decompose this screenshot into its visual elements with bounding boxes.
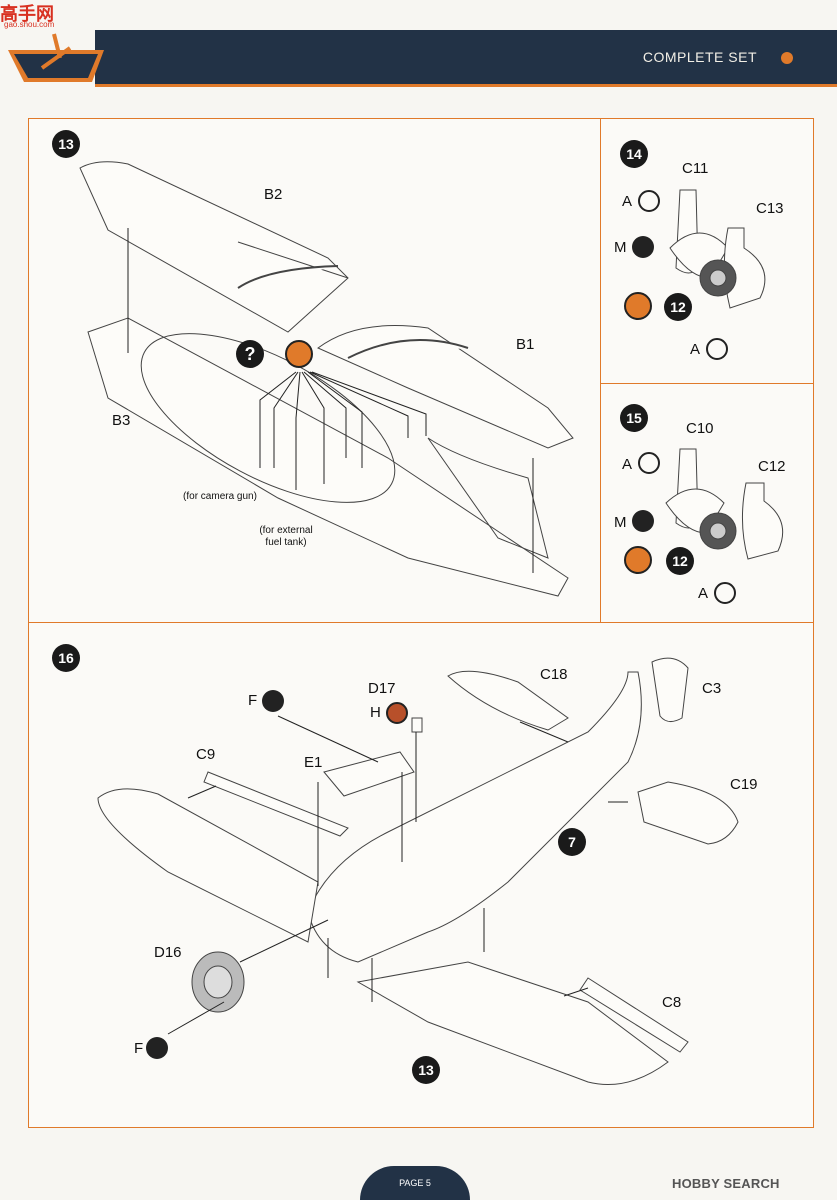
part-c18-label: C18 <box>540 666 568 683</box>
part-b3-label: B3 <box>112 412 131 429</box>
paint-a-icon-2 <box>706 338 728 360</box>
step-13-ref-badge: 13 <box>412 1056 440 1084</box>
step-13-badge: 13 <box>52 130 80 158</box>
brand-logo <box>8 33 104 82</box>
paint-f-label-2: F <box>134 1040 144 1057</box>
step-14-badge: 14 <box>620 140 648 168</box>
footer-page-tab <box>360 1166 470 1200</box>
step-13-drawing <box>79 161 574 597</box>
paint-a-icon-3 <box>638 452 660 474</box>
paint-orange-icon <box>624 292 652 320</box>
part-c12-label: C12 <box>758 458 786 475</box>
watermark-brand: 高手网 <box>0 4 54 24</box>
fuel-tank-note-line2: fuel tank) <box>265 537 307 548</box>
paint-a-label-3: A <box>622 456 633 473</box>
paint-f-icon-1 <box>262 690 284 712</box>
paint-m-icon <box>632 236 654 258</box>
question-icon: ? <box>236 340 264 368</box>
paint-f-label-1: F <box>248 692 258 709</box>
part-c13-label: C13 <box>756 200 784 217</box>
camera-gun-note: (for camera gun) <box>183 491 257 502</box>
paint-f-icon-2 <box>146 1037 168 1059</box>
page-number: PAGE 5 <box>399 1178 431 1188</box>
paint-h-label: H <box>370 704 381 721</box>
paint-m-icon-2 <box>632 510 654 532</box>
header-title: COMPLETE SET <box>642 49 757 65</box>
step-15-ref-badge: 12 <box>666 547 694 575</box>
paint-a-label-2: A <box>690 341 701 358</box>
step-15-badge: 15 <box>620 404 648 432</box>
step-14-drawing <box>669 189 766 309</box>
paint-a-icon-4 <box>714 582 736 604</box>
step-14-ref-badge: 12 <box>664 293 692 321</box>
part-c3-label: C3 <box>702 680 722 697</box>
step-7-ref-badge: 7 <box>558 828 586 856</box>
part-c19-label: C19 <box>730 776 758 793</box>
hobby-search-credit: HOBBY SEARCH <box>672 1176 780 1191</box>
part-c10-label: C10 <box>686 420 714 437</box>
part-b1-label: B1 <box>516 336 535 353</box>
part-b2-label: B2 <box>264 186 283 203</box>
paint-a-icon-1 <box>638 190 660 212</box>
part-c11-label: C11 <box>682 160 709 177</box>
paint-orange-icon-2 <box>624 546 652 574</box>
step-16-badge: 16 <box>52 644 80 672</box>
paint-m-label: M <box>614 239 627 256</box>
header-bar <box>95 30 837 84</box>
paint-h-icon <box>386 702 408 724</box>
part-d16-label: D16 <box>154 944 182 961</box>
step-15-drawing <box>665 448 784 560</box>
fuel-tank-note-line1: (for external <box>259 525 313 536</box>
drill-hole-icon <box>285 340 313 368</box>
paint-a-label-1: A <box>622 193 633 210</box>
step-16-drawing <box>97 657 739 1085</box>
part-c8-label: C8 <box>662 994 682 1011</box>
header-accent-line <box>95 84 837 87</box>
part-e1-label: E1 <box>304 754 323 771</box>
part-d17-label: D17 <box>368 680 396 697</box>
paint-m-label-2: M <box>614 514 627 531</box>
paint-a-label-4: A <box>698 585 709 602</box>
part-c9-label: C9 <box>196 746 216 763</box>
watermark-url: gao.shou.com <box>4 20 55 29</box>
header-dot-icon <box>781 52 793 64</box>
